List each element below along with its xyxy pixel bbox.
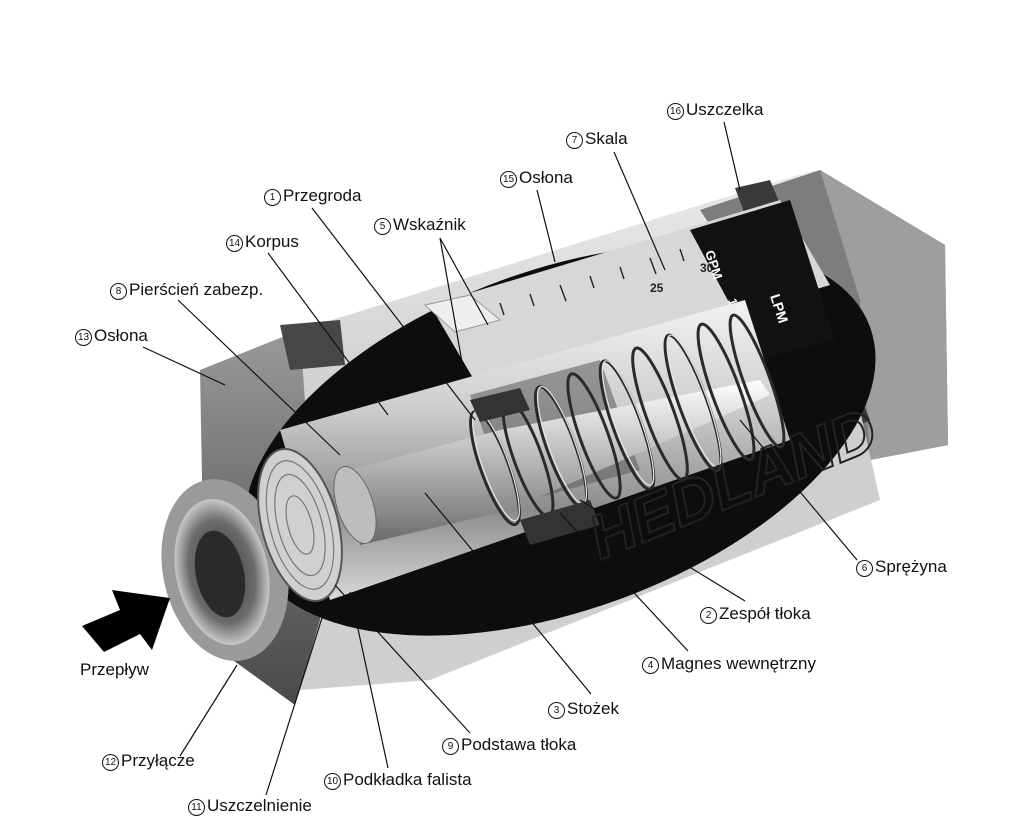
right-end-cap-face <box>820 170 948 460</box>
indicator <box>423 294 502 333</box>
scale-gpm-30: 30 <box>700 261 714 275</box>
cone <box>350 380 770 545</box>
cone-base <box>333 466 377 544</box>
piston-base-rings <box>265 460 335 590</box>
port-bore <box>194 530 246 618</box>
label-przeplyw: Przepływ <box>80 660 149 679</box>
spring-highlight <box>472 334 722 522</box>
piston-base <box>257 448 343 602</box>
scale-ticks <box>469 248 685 325</box>
inner-magnet-top <box>470 388 530 422</box>
inner-magnet <box>520 500 600 545</box>
scale-dark-panel <box>690 200 835 360</box>
flow-arrow <box>82 590 170 652</box>
left-cap-band <box>280 320 345 370</box>
scale-gpm-25: 25 <box>650 281 664 295</box>
leader-lines <box>142 121 858 796</box>
